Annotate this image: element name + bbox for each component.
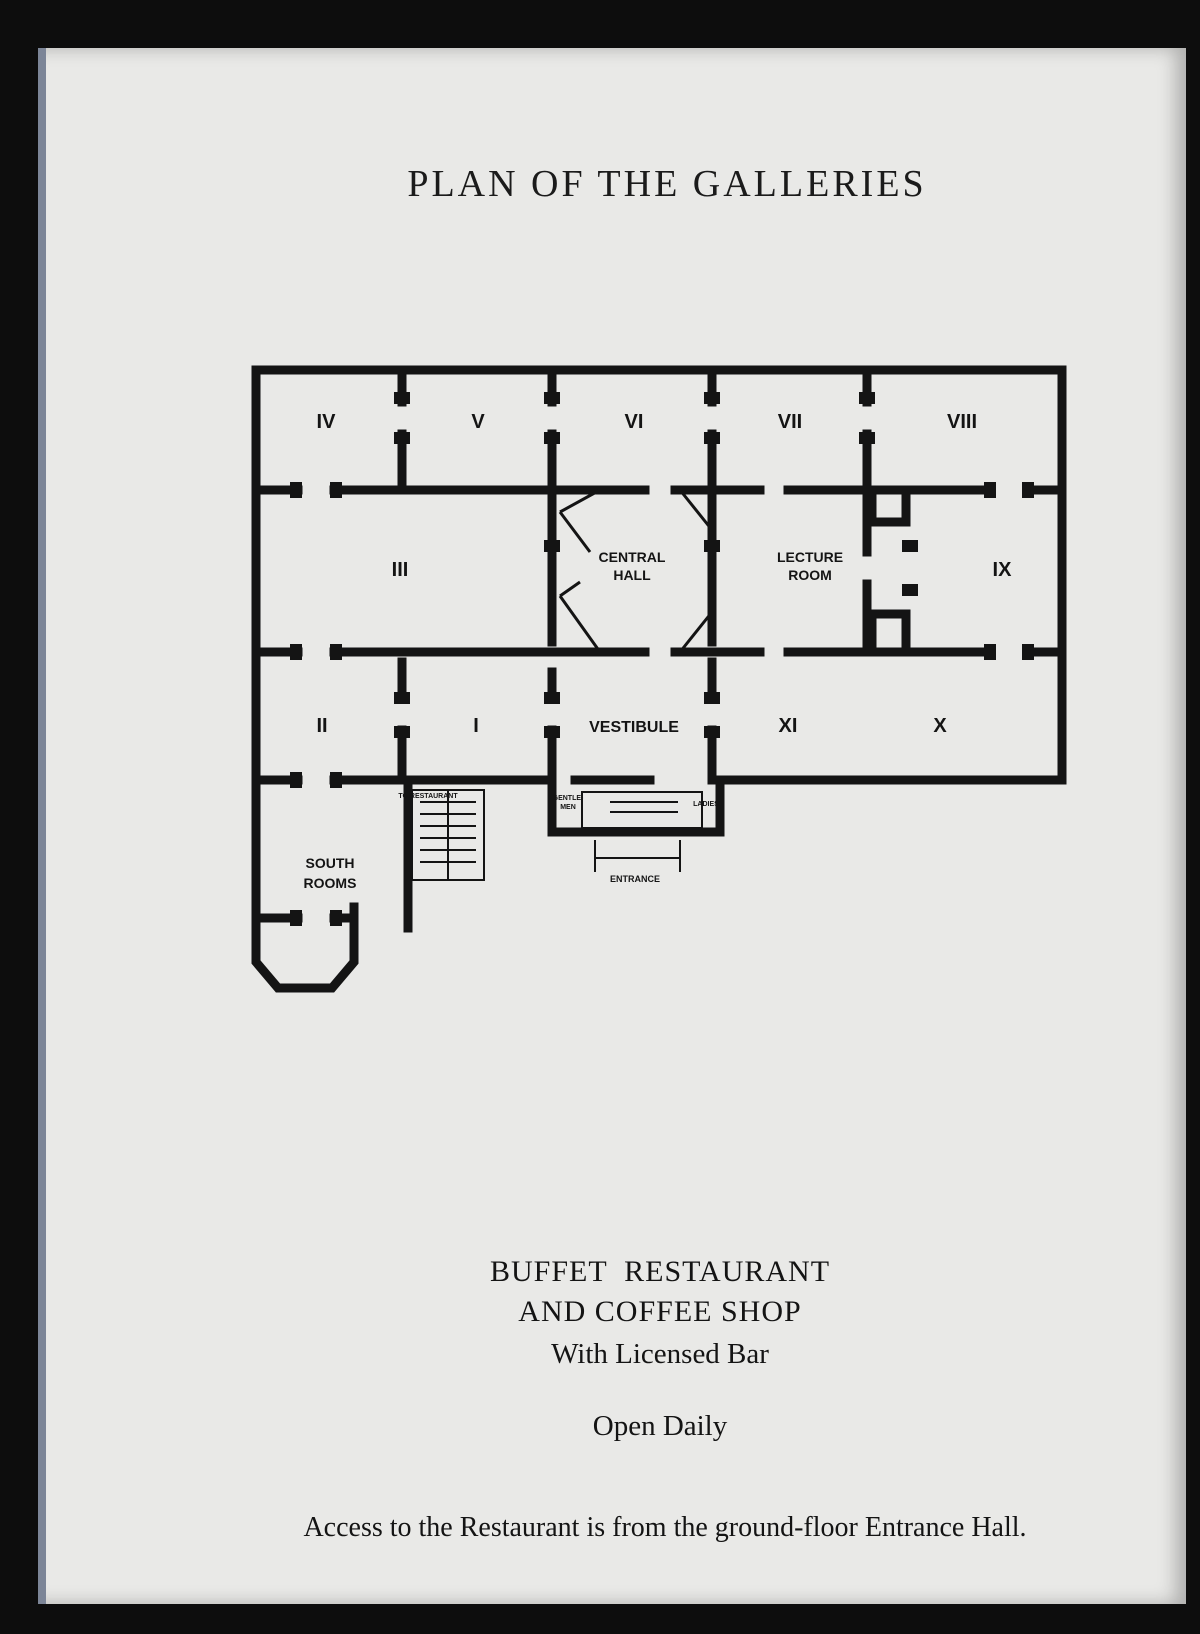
room-ix-label: IX <box>993 559 1013 581</box>
restaurant-heading: BUFFET RESTAURANT AND COFFEE SHOP <box>200 1252 1120 1332</box>
page-title: PLAN OF THE GALLERIES <box>407 163 927 205</box>
south-rooms-label-line1: SOUTH <box>306 855 355 871</box>
room-ii-label: II <box>316 715 327 737</box>
room-xi-label: XI <box>779 715 798 737</box>
room-iii-label: III <box>392 559 409 581</box>
floor-plan-drawing: IV V VI VII VIII III CENTRAL HALL LECTUR… <box>251 365 1067 993</box>
south-rooms-label-line2: ROOMS <box>304 875 357 891</box>
room-i-label: I <box>473 715 479 737</box>
gentlemen-label-line2: MEN <box>560 804 576 811</box>
page <box>38 48 1186 1604</box>
opening-hours-text: Open Daily <box>592 1410 728 1442</box>
to-restaurant-label: TO RESTAURANT <box>398 793 458 800</box>
room-vi-label: VI <box>625 411 644 433</box>
room-iv-label: IV <box>317 411 337 433</box>
room-vii-label: VII <box>778 411 802 433</box>
room-x-label: X <box>933 715 947 737</box>
room-v-label: V <box>471 411 485 433</box>
room-viii-label: VIII <box>947 411 977 433</box>
ladies-label: LADIES <box>693 801 719 808</box>
restaurant-access-text: Access to the Restaurant is from the gro… <box>303 1512 1027 1543</box>
central-hall-label-line1: CENTRAL <box>599 549 666 565</box>
licensed-bar-text: With Licensed Bar <box>551 1338 769 1370</box>
page-edge <box>38 48 46 1604</box>
restaurant-heading-line1: BUFFET RESTAURANT <box>489 1255 831 1288</box>
vestibule-label: VESTIBULE <box>589 719 679 736</box>
entrance-label: ENTRANCE <box>610 874 660 884</box>
lecture-room-label-line1: LECTURE <box>777 549 843 565</box>
gentlemen-label-line1: GENTLE- <box>553 795 584 802</box>
gallery-floor-plan: IV V VI VII VIII III CENTRAL HALL LECTUR… <box>250 362 1070 1052</box>
restaurant-heading-line2: AND COFFEE SHOP <box>518 1295 802 1328</box>
lecture-room-label-line2: ROOM <box>788 567 832 583</box>
central-hall-label-line2: HALL <box>613 567 651 583</box>
